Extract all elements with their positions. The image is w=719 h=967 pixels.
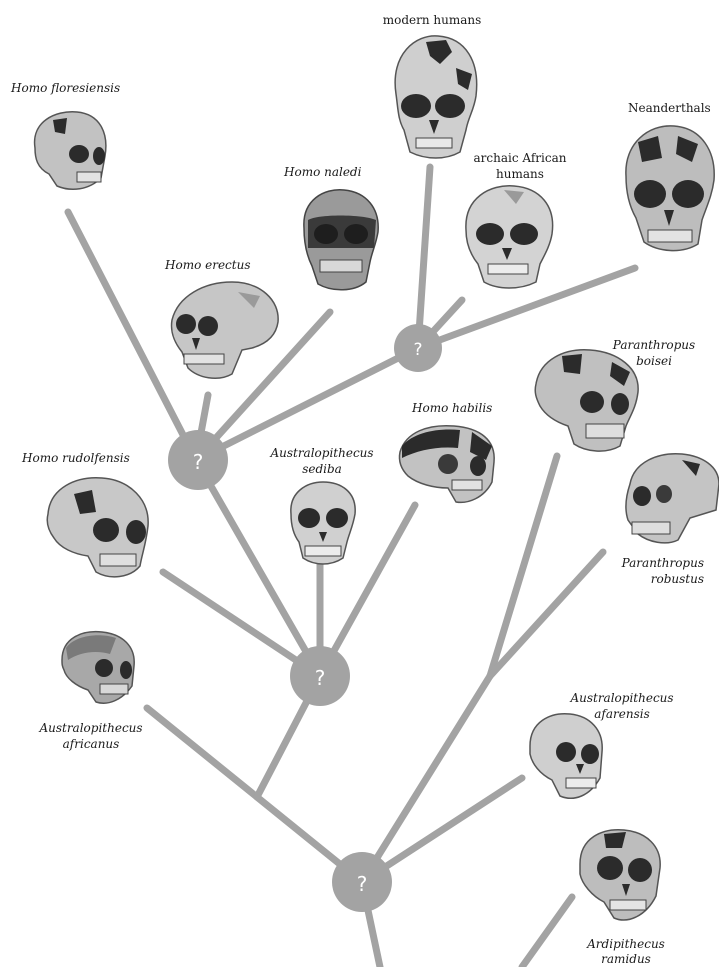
skull-ardipithecus-ramidus-icon bbox=[574, 826, 666, 926]
branch-to-modern-humans bbox=[418, 167, 430, 348]
skull-modern-humans-icon bbox=[386, 34, 482, 160]
skull-australopithecus-sediba-icon bbox=[285, 480, 361, 566]
node-sapiens-group-mark: ? bbox=[413, 340, 422, 360]
label-australopithecus-afarensis-line1: Australopithecus bbox=[562, 690, 682, 706]
label-ardipithecus-ramidus-line2: ramidus bbox=[576, 951, 676, 967]
label-homo-rudolfensis: Homo rudolfensis bbox=[22, 450, 130, 466]
skull-archaic-african-humans-icon bbox=[460, 182, 558, 290]
label-homo-habilis: Homo habilis bbox=[412, 400, 492, 416]
label-paranthropus-boisei-line2: boisei bbox=[604, 353, 704, 369]
branch-to-ardipithecus bbox=[522, 897, 572, 967]
skull-homo-floresiensis-icon bbox=[27, 108, 109, 192]
label-archaic-african-humans-line2: humans bbox=[470, 166, 570, 182]
label-modern-humans: modern humans bbox=[372, 12, 492, 28]
skull-australopithecus-africanus-icon bbox=[58, 628, 138, 708]
skull-homo-erectus-icon bbox=[168, 278, 282, 382]
skull-neanderthals-icon bbox=[618, 122, 718, 254]
node-homo-australopith: ? bbox=[290, 646, 350, 706]
label-neanderthals: Neanderthals bbox=[628, 100, 711, 116]
node-homo-australopith-mark: ? bbox=[315, 666, 326, 690]
skull-paranthropus-robustus-icon bbox=[620, 450, 719, 546]
label-homo-naledi: Homo naledi bbox=[284, 164, 361, 180]
node-sapiens-group: ? bbox=[394, 324, 442, 372]
node-homo-upper: ? bbox=[168, 430, 228, 490]
node-root: ? bbox=[332, 852, 392, 912]
label-paranthropus-robustus-line2: robustus bbox=[600, 571, 704, 587]
branch-root-to-paranthropus bbox=[362, 676, 490, 882]
label-paranthropus-robustus-line1: Paranthropus bbox=[600, 555, 704, 571]
node-homo-upper-mark: ? bbox=[193, 450, 204, 474]
label-australopithecus-sediba-line2: sediba bbox=[262, 461, 382, 477]
label-archaic-african-humans-line1: archaic African bbox=[470, 150, 570, 166]
label-homo-floresiensis: Homo floresiensis bbox=[11, 80, 120, 96]
label-australopithecus-africanus-line1: Australopithecus bbox=[31, 720, 151, 736]
label-homo-erectus: Homo erectus bbox=[165, 257, 250, 273]
label-australopithecus-africanus-line2: africanus bbox=[31, 736, 151, 752]
label-australopithecus-sediba-line1: Australopithecus bbox=[262, 445, 382, 461]
label-ardipithecus-ramidus-line1: Ardipithecus bbox=[576, 936, 676, 952]
skull-australopithecus-afarensis-icon bbox=[526, 710, 606, 802]
skull-homo-rudolfensis-icon bbox=[44, 474, 154, 580]
skull-homo-habilis-icon bbox=[398, 422, 498, 506]
node-root-mark: ? bbox=[357, 872, 368, 896]
label-paranthropus-boisei-line1: Paranthropus bbox=[604, 337, 704, 353]
skull-homo-naledi-icon bbox=[298, 186, 384, 296]
label-australopithecus-afarensis-line2: afarensis bbox=[562, 706, 682, 722]
